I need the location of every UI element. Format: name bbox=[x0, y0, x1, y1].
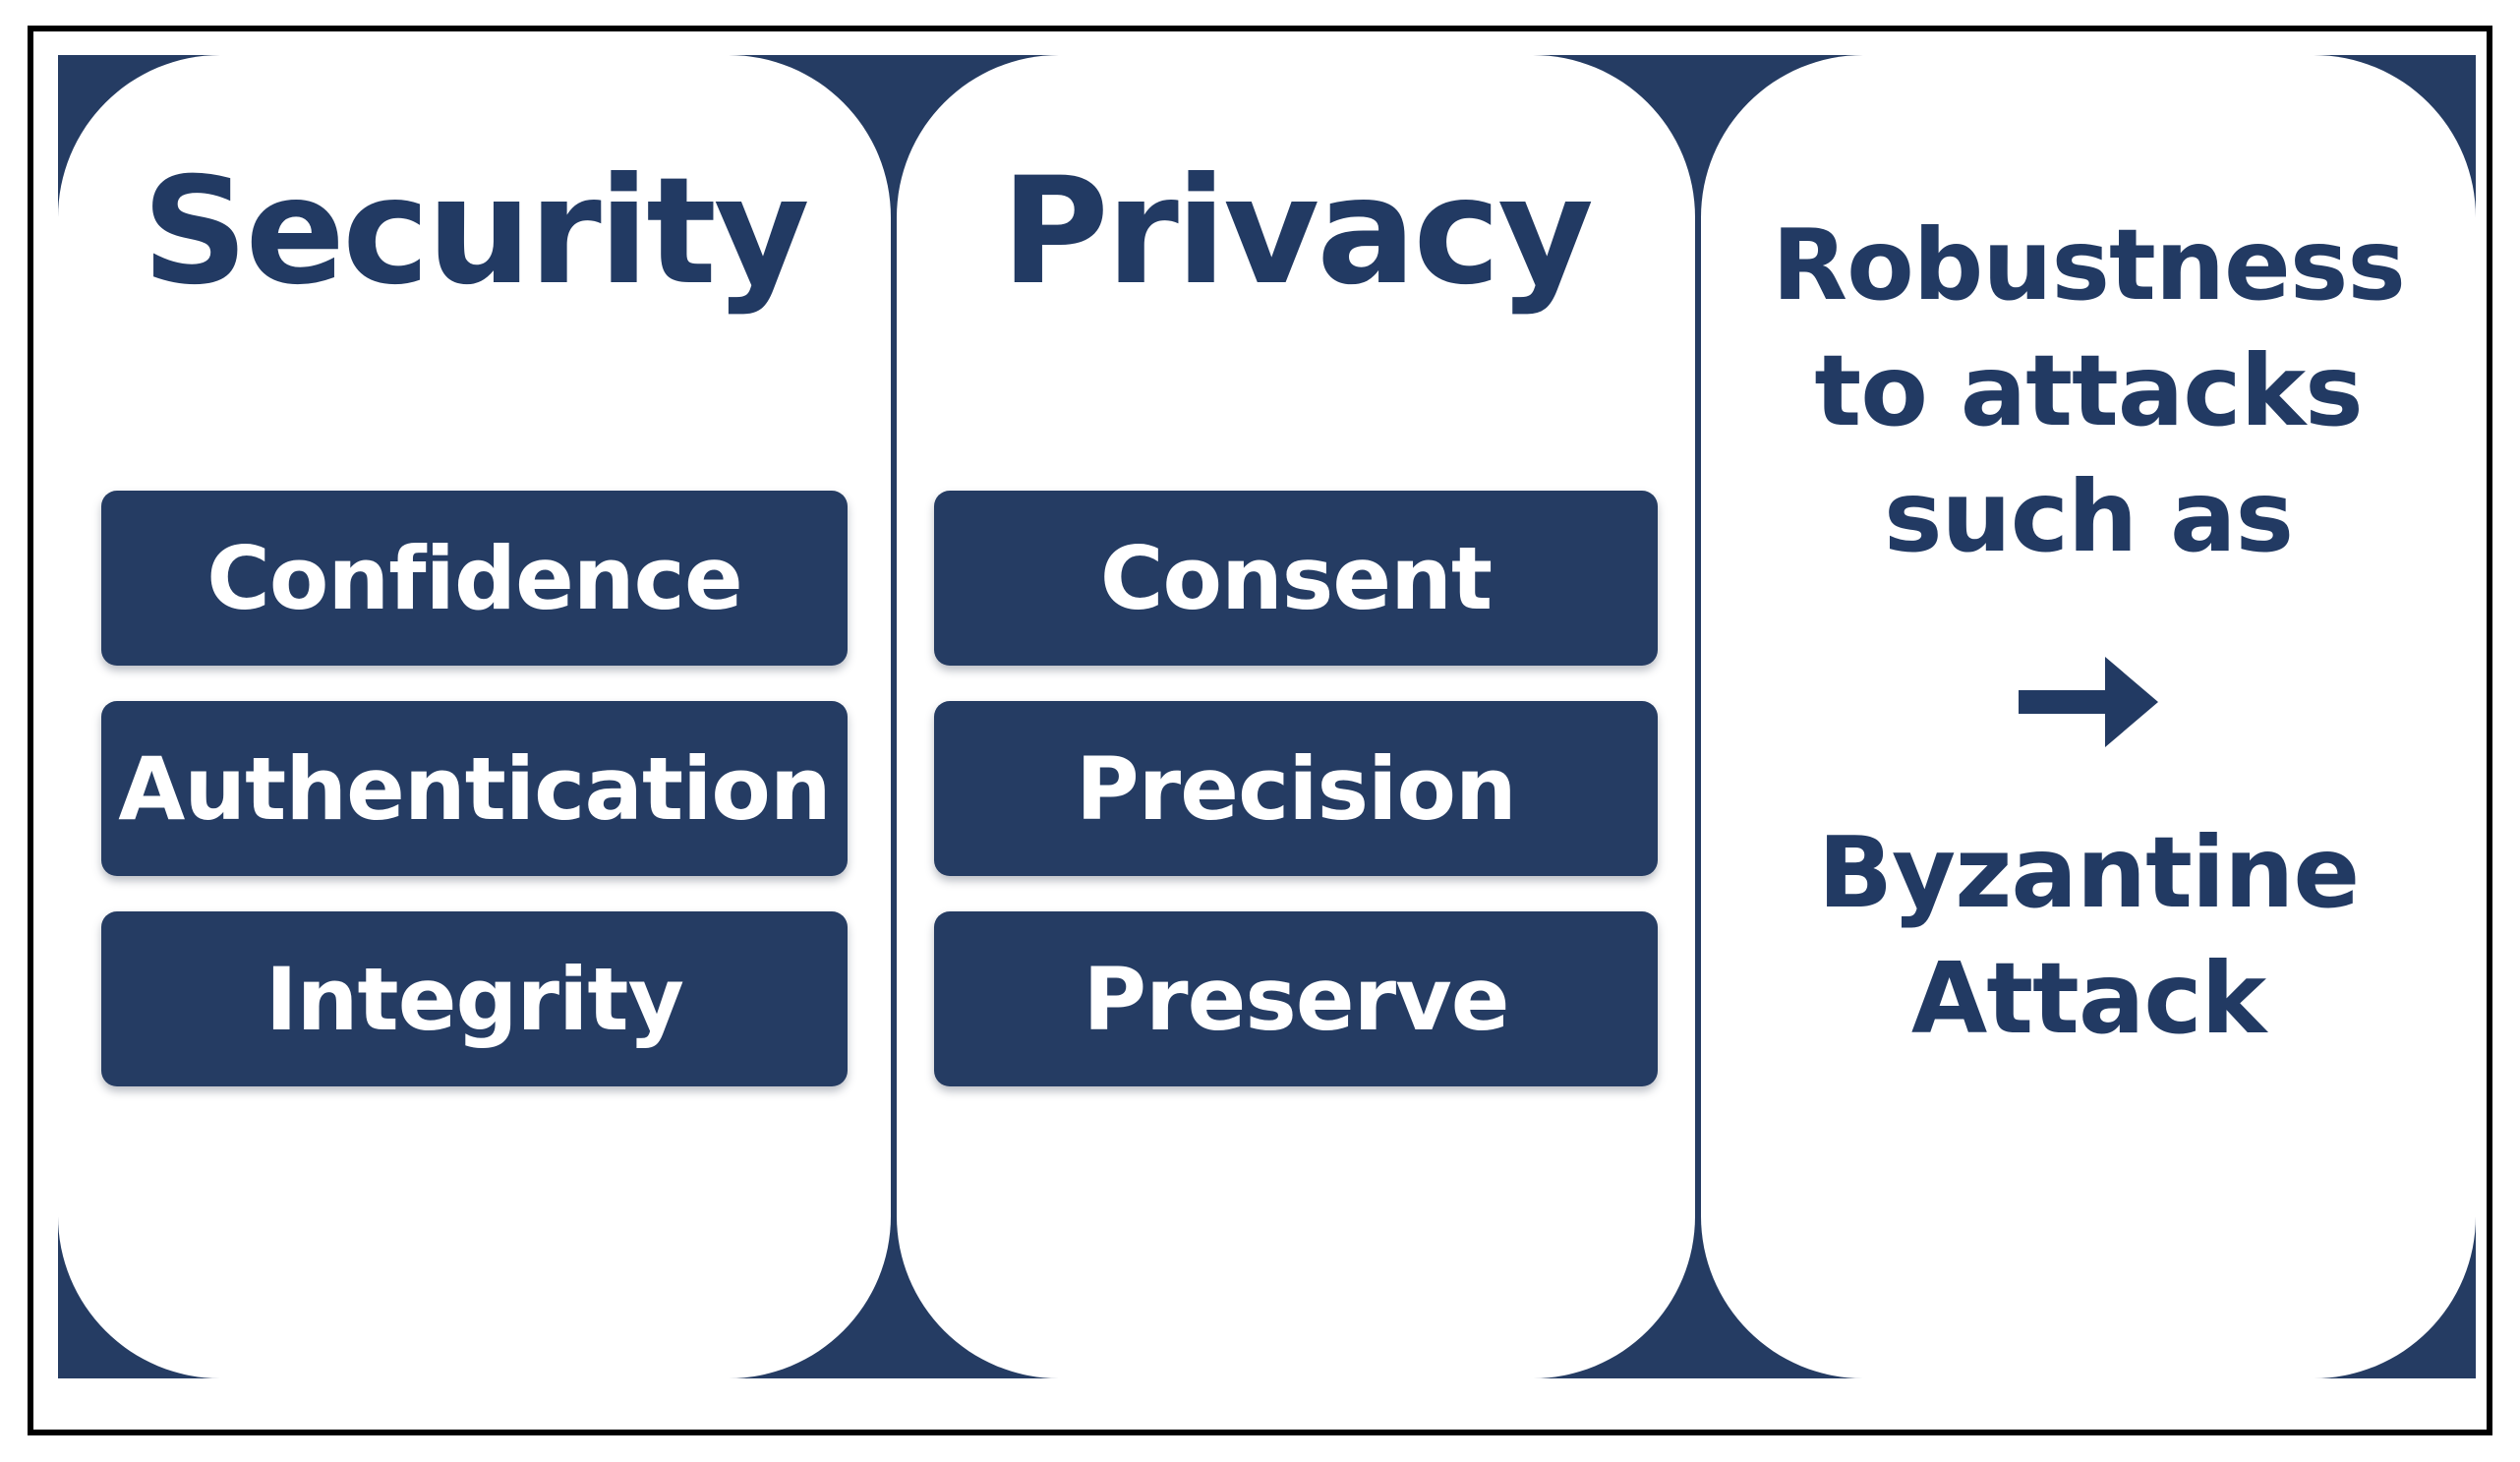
robustness-term-line-2: Attack bbox=[1910, 941, 2266, 1056]
robustness-lead-text: Robustness to attacks such as bbox=[1752, 203, 2425, 580]
robustness-term-text: Byzantine Attack bbox=[1752, 810, 2425, 1062]
arrow-right-icon bbox=[2019, 657, 2158, 747]
chip-consent[interactable]: Consent bbox=[934, 491, 1658, 666]
robustness-lead-line-2: to attacks bbox=[1814, 333, 2363, 448]
privacy-card: Privacy Consent Precision Preserve bbox=[897, 55, 1695, 1378]
robustness-lead-line-1: Robustness bbox=[1772, 207, 2406, 322]
chip-confidence[interactable]: Confidence bbox=[101, 491, 848, 666]
security-card: Security Confidence Authentication Integ… bbox=[58, 55, 891, 1378]
chip-authentication[interactable]: Authentication bbox=[101, 701, 848, 876]
robustness-body: Robustness to attacks such as Byzantine … bbox=[1752, 203, 2425, 1062]
robustness-lead-line-3: such as bbox=[1884, 459, 2294, 574]
chip-precision[interactable]: Precision bbox=[934, 701, 1658, 876]
robustness-arrow-row bbox=[1752, 651, 2425, 753]
navy-background-panel: Security Confidence Authentication Integ… bbox=[58, 55, 2476, 1378]
robustness-term-line-1: Byzantine bbox=[1817, 815, 2360, 930]
privacy-card-title: Privacy bbox=[1000, 146, 1594, 318]
security-card-title: Security bbox=[142, 146, 809, 318]
robustness-card: Robustness to attacks such as Byzantine … bbox=[1701, 55, 2476, 1378]
chip-preserve[interactable]: Preserve bbox=[934, 911, 1658, 1086]
security-chip-stack: Confidence Authentication Integrity bbox=[101, 491, 848, 1086]
privacy-chip-stack: Consent Precision Preserve bbox=[934, 491, 1658, 1086]
chip-integrity[interactable]: Integrity bbox=[101, 911, 848, 1086]
figure-frame: Security Confidence Authentication Integ… bbox=[28, 26, 2492, 1435]
